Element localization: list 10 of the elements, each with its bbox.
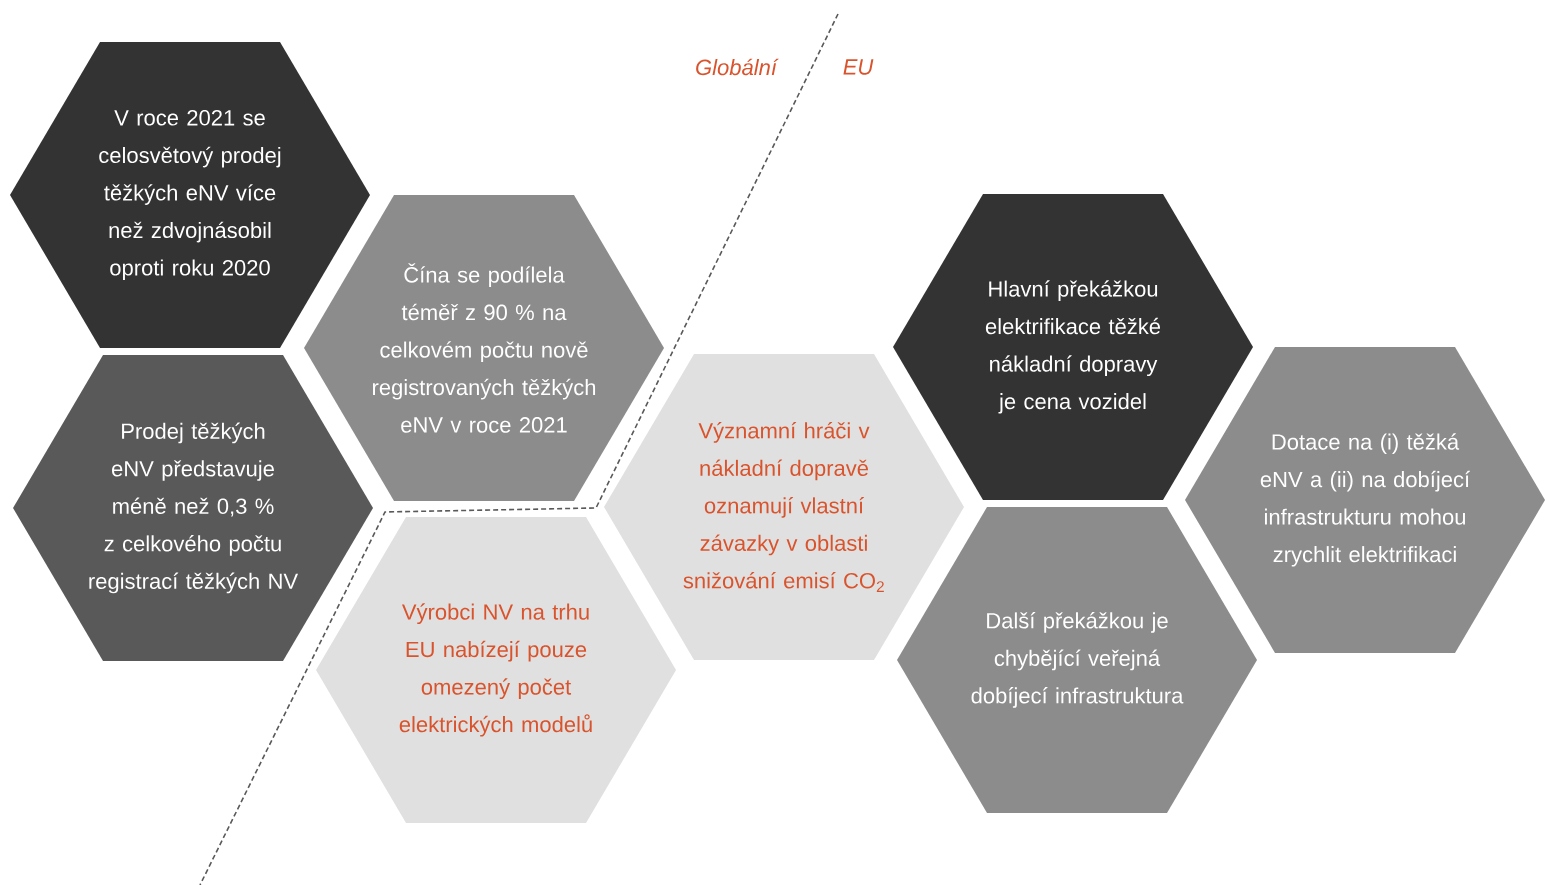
hexagon: Dotace na (i) těžká eNV a (ii) na dobíjecí infrastrukturu mohou zrychlit elektrifikaci [1185, 347, 1545, 653]
hexagon: Významní hráči v nákladní dopravě oznamují vlastní závazky v oblasti snižování emisí CO$_{2}$ [604, 354, 964, 660]
hexagon: Hlavní překážkou elektrifikace těžké nákladní dopravy je cena vozidel [893, 194, 1253, 500]
region-label: Globální [696, 58, 779, 76]
hexagon: Prodej těžkých eNV představuje méně než 0,3 % z celkového počtu registrací těžkých NV [13, 355, 373, 661]
region-label: EU [843, 59, 874, 75]
hexagon: Další překážkou je chybějící veřejná dobíjecí infrastruktura [897, 507, 1257, 813]
hexagon: Výrobci NV na trhu EU nabízejí pouze omezený počet elektrických modelů [316, 517, 676, 823]
hexagon: Čína se podílela téměř z 90 % na celkovém počtu nově registrovaných těžkých eNV v roce 2021 [304, 195, 664, 501]
hexagon: V roce 2021 se celosvětový prodej těžkých eNV více než zdvojnásobil oproti roku 2020 [10, 42, 370, 348]
